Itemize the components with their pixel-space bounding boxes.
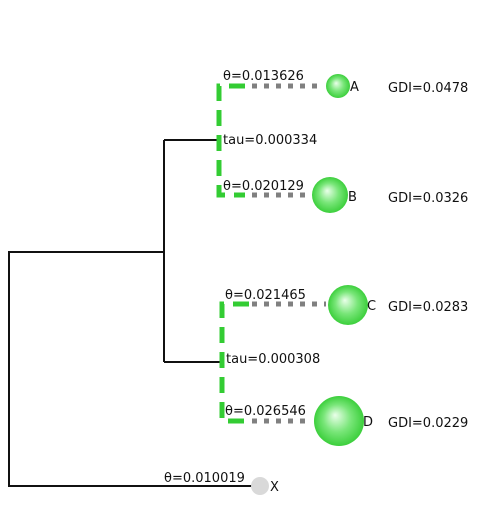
gdi-label-c: GDI=0.0283 [388, 300, 468, 315]
gdi-label-a: GDI=0.0478 [388, 81, 468, 96]
merged-branches [216, 83, 249, 424]
node-a [326, 74, 350, 98]
node-c [328, 285, 368, 325]
clade1-merged-branch [216, 83, 245, 198]
tip-name-d: D [363, 415, 373, 430]
theta-label-c: θ=0.021465 [225, 288, 306, 303]
tip-name-c: C [367, 299, 376, 314]
node-b [312, 177, 348, 213]
node-d [314, 396, 364, 446]
theta-label-x: θ=0.010019 [164, 471, 245, 486]
tau-label-clade1: tau=0.000334 [223, 133, 317, 148]
tree-skeleton [8, 139, 260, 487]
tip-branches [252, 83, 326, 424]
tip-name-x: X [270, 480, 279, 495]
gdi-label-d: GDI=0.0229 [388, 416, 468, 431]
root-branch [8, 251, 260, 487]
clade2-merged-branch [219, 301, 249, 424]
tip-name-b: B [348, 190, 357, 205]
tip-name-a: A [350, 80, 359, 95]
node-x [251, 477, 269, 495]
tau-label-clade2: tau=0.000308 [226, 352, 320, 367]
gdi-label-b: GDI=0.0326 [388, 191, 468, 206]
theta-label-b: θ=0.020129 [223, 179, 304, 194]
theta-label-a: θ=0.013626 [223, 69, 304, 84]
theta-label-d: θ=0.026546 [225, 404, 306, 419]
